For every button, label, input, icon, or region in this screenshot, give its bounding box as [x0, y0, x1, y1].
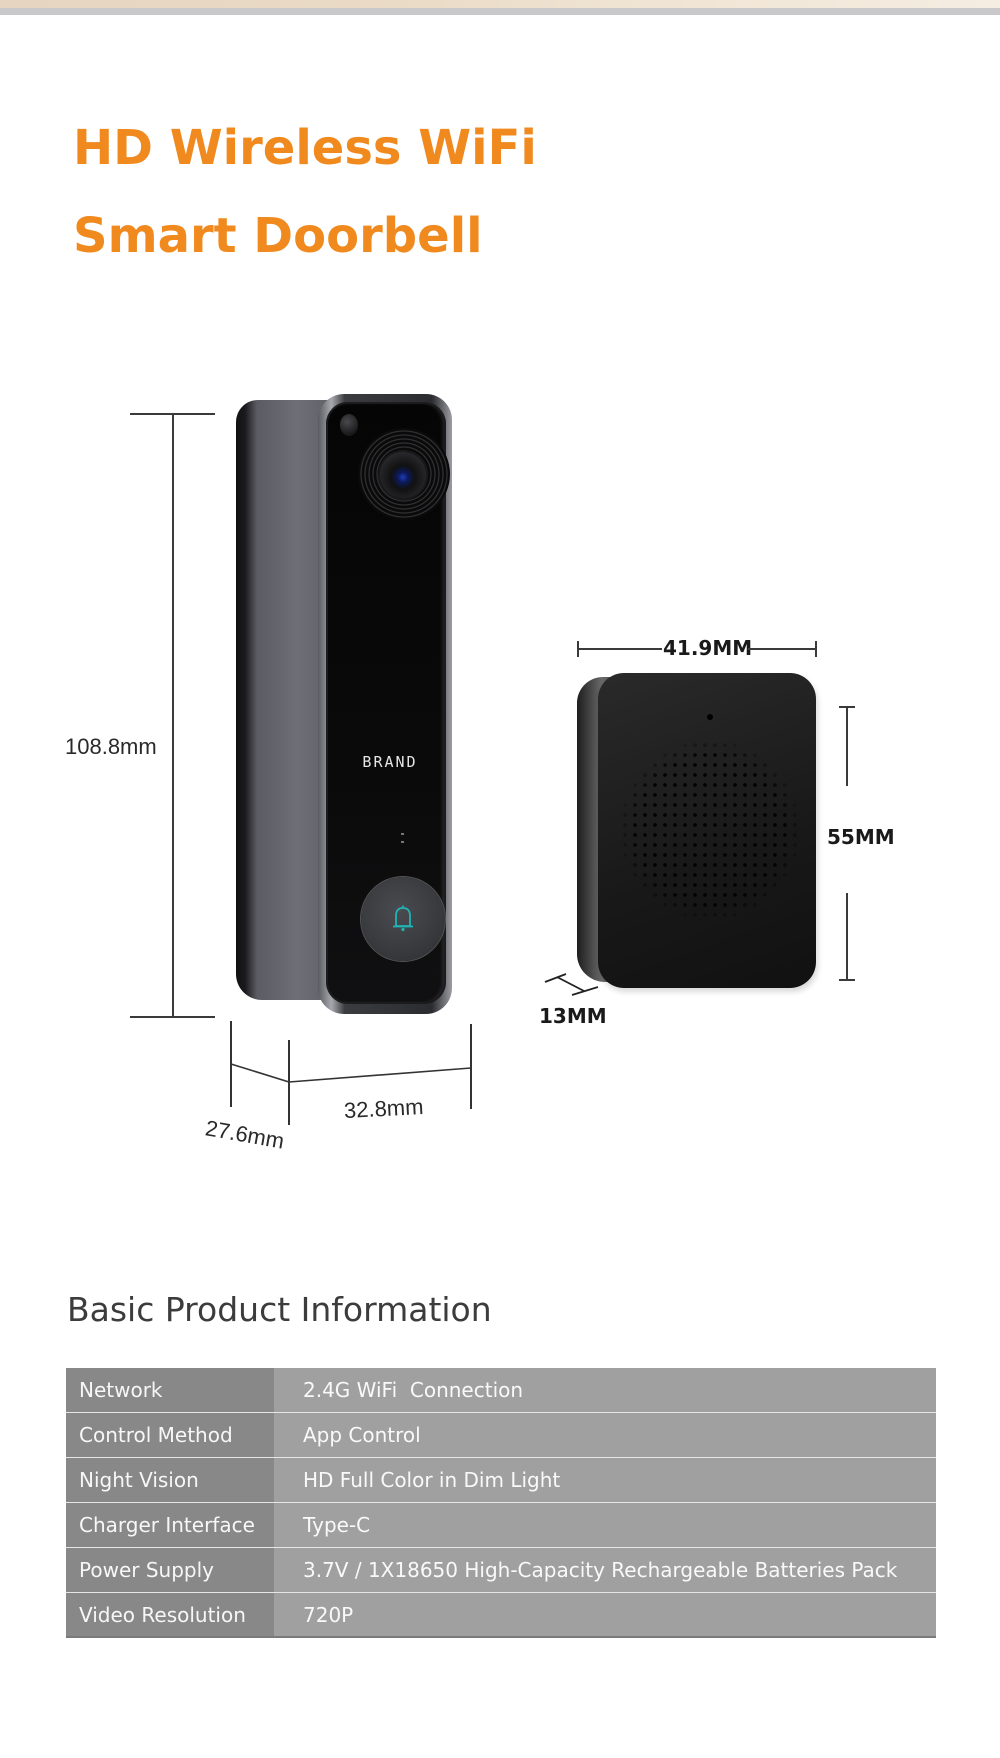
speaker-grille-icon — [620, 730, 800, 930]
table-row: Night Vision HD Full Color in Dim Light — [66, 1458, 936, 1503]
spec-key: Control Method — [66, 1413, 274, 1457]
brand-logo: BRAND — [362, 753, 418, 771]
chime-width-line-left — [577, 648, 662, 650]
chime-height-bottom-tick — [839, 979, 855, 981]
spec-key: Video Resolution — [66, 1593, 274, 1636]
spec-value: HD Full Color in Dim Light — [274, 1458, 936, 1502]
top-banner-edge — [0, 8, 1000, 15]
table-row: Video Resolution 720P — [66, 1593, 936, 1638]
doorbell-depth-label: 27.6mm — [203, 1115, 287, 1154]
spec-key: Charger Interface — [66, 1503, 274, 1547]
spec-key: Power Supply — [66, 1548, 274, 1592]
page-title-line-1: HD Wireless WiFi — [73, 120, 537, 176]
chime-height-line-top — [846, 706, 848, 786]
chime-depth-label: 13MM — [539, 1004, 607, 1028]
camera-lens-icon — [380, 452, 426, 498]
spec-value: 720P — [274, 1593, 936, 1636]
height-dimension-line — [172, 413, 174, 1017]
height-dimension-bottom-tick — [130, 1016, 215, 1018]
table-row: Network 2.4G WiFi Connection — [66, 1368, 936, 1413]
spec-key: Network — [66, 1368, 274, 1412]
chime-width-label: 41.9MM — [663, 636, 753, 660]
spec-value: 2.4G WiFi Connection — [274, 1368, 936, 1412]
spec-value: App Control — [274, 1413, 936, 1457]
microphone-icon — [401, 833, 404, 843]
doorbell-call-button — [361, 877, 445, 961]
chime-width-line-right — [748, 648, 816, 650]
spec-key: Night Vision — [66, 1458, 274, 1502]
table-row: Charger Interface Type-C — [66, 1503, 936, 1548]
table-row: Power Supply 3.7V / 1X18650 High-Capacit… — [66, 1548, 936, 1593]
pir-sensor-icon — [340, 414, 358, 436]
spec-value: Type-C — [274, 1503, 936, 1547]
doorbell-width-label: 32.8mm — [343, 1093, 425, 1124]
specs-section-title: Basic Product Information — [67, 1290, 492, 1329]
table-row: Control Method App Control — [66, 1413, 936, 1458]
chime-depth-dimension-lines — [544, 973, 599, 996]
chime-height-line-bottom — [846, 893, 848, 980]
chime-indicator-icon — [707, 714, 713, 720]
chime-height-label: 55MM — [827, 825, 895, 849]
bell-icon — [393, 905, 413, 932]
chime-width-right-tick — [815, 641, 817, 657]
spec-table: Network 2.4G WiFi Connection Control Met… — [66, 1368, 936, 1638]
spec-value: 3.7V / 1X18650 High-Capacity Rechargeabl… — [274, 1548, 936, 1592]
page-title-line-2: Smart Doorbell — [73, 208, 483, 264]
doorbell-height-label: 108.8mm — [65, 734, 157, 759]
